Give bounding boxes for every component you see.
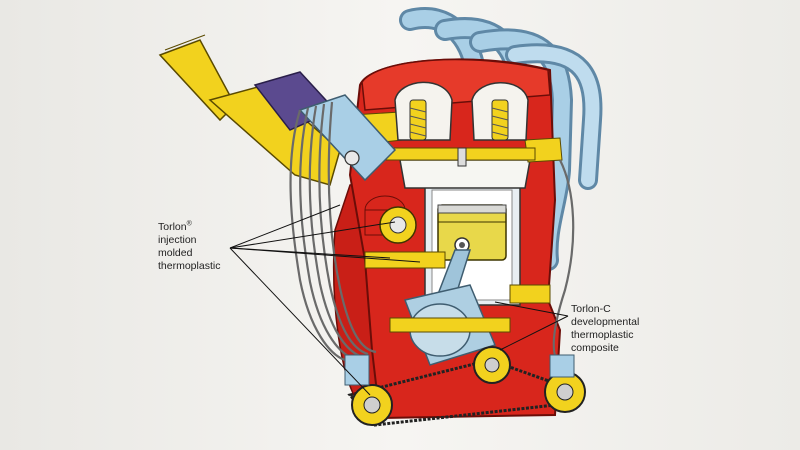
piston: [437, 204, 507, 261]
registered-mark: ®: [186, 220, 192, 228]
connecting-rod: [364, 249, 551, 366]
wiring-harness: [289, 101, 575, 366]
torlon-c-callout: Torlon-C developmental thermoplastic com…: [571, 303, 639, 355]
torlon-callout: Torlon® injection molded thermoplastic: [158, 221, 220, 273]
torlon-line-2: injection: [158, 234, 197, 246]
leader-lines-torlon: [229, 204, 421, 396]
oil-filter: [364, 195, 417, 244]
torlon-c-line-2: developmental: [571, 316, 640, 328]
exhaust-headers: [399, 7, 603, 271]
torlon-c-line-4: composite: [571, 342, 619, 354]
torlon-line-1: Torlon: [158, 221, 187, 233]
torlon-c-line-3: thermoplastic: [571, 329, 634, 341]
torlon-line-3: molded: [158, 247, 193, 259]
pulleys: [344, 346, 586, 426]
leader-lines-torlon-c: [494, 301, 569, 351]
torlon-c-line-1: Torlon-C: [571, 303, 611, 315]
torlon-line-4: thermoplastic: [158, 260, 221, 272]
